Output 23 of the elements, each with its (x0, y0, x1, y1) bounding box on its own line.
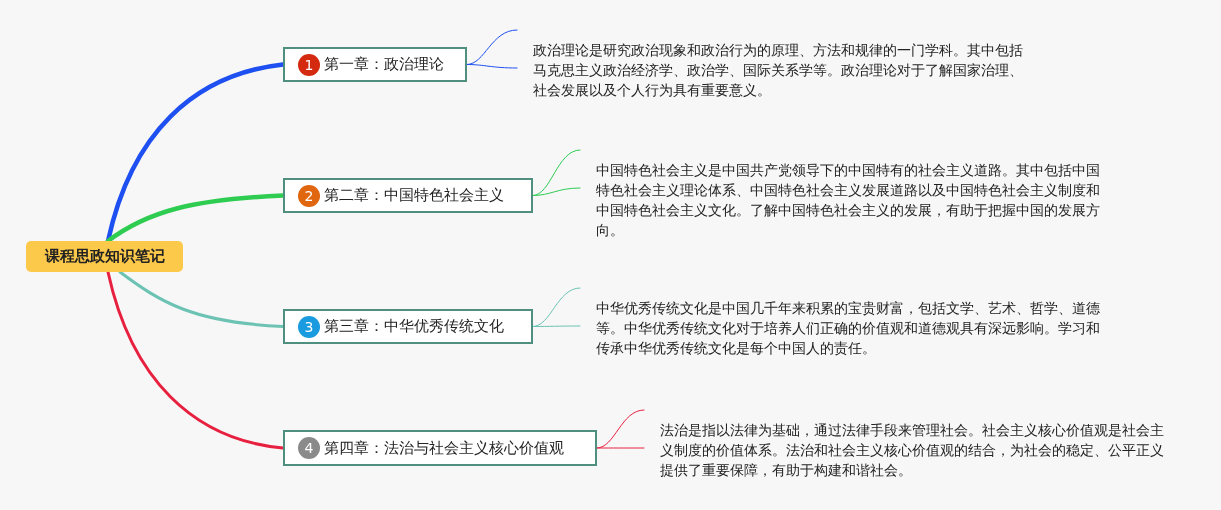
number-badge: 3 (298, 315, 320, 338)
chapter-title: 第四章：法治与社会主义核心价值观 (324, 438, 564, 458)
note-text: 法治是指以法律为基础，通过法律手段来管理社会。社会主义核心价值观是社会主义制度的价值体系。法治和社会主义核心价值观的结合，为社会的稳定、公平正义提供了重要保障，有助于构建和谐社会。 (644, 420, 1168, 480)
number-badge: 1 (298, 53, 320, 76)
number-badge: 4 (298, 437, 320, 459)
note-text: 中国特色社会主义是中国共产党领导下的中国特有的社会主义道路。其中包括中国特色社会主义理论体系、中国特色社会主义发展道路以及中国特色社会主义制度和中国特色社会主义文化。了解中国特色社会主义的发展，有助于把握中国的发展方向。 (580, 160, 1104, 240)
branch-line (596, 409, 645, 449)
chapter-title: 第一章：政治理论 (324, 55, 444, 74)
number-badge: 2 (298, 184, 320, 207)
root-topic: 课程思政知识笔记 (26, 241, 183, 272)
chapter-title: 第三章：中华优秀传统文化 (324, 317, 504, 336)
chapter-box (283, 47, 467, 82)
chapter-box (283, 309, 533, 344)
branch-line (532, 287, 581, 327)
branch-line (106, 270, 285, 450)
branch-line (466, 29, 518, 69)
note-text: 中华优秀传统文化是中国几千年来积累的宝贵财富，包括文学、艺术、哲学、道德等。中华优秀传统文化对于培养人们正确的价值观和道德观具有深远影响。学习和传承中华优秀传统文化是每个中国人的责任。 (580, 298, 1104, 358)
chapter-box (283, 430, 597, 466)
chapter-title: 第二章：中国特色社会主义 (324, 186, 504, 205)
branch-line (532, 149, 581, 196)
note-text: 政治理论是研究政治现象和政治行为的原理、方法和规律的一门学科。其中包括马克思主义政治经济学、政治学、国际关系学等。政治理论对于了解国家治理、社会发展以及个人行为具有重要意义。 (517, 40, 1028, 100)
chapter-box (283, 178, 533, 213)
branch-line (118, 270, 285, 328)
